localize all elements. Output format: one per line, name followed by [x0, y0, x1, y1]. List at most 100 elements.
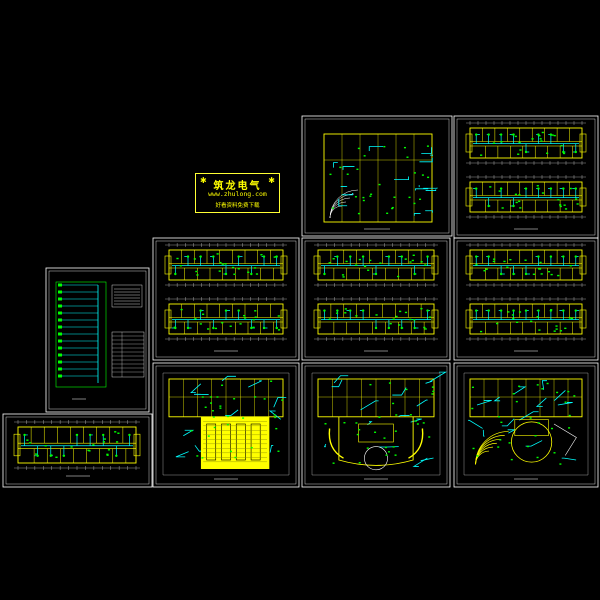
- wiring-run: [425, 210, 433, 213]
- fixture-symbol: [553, 452, 556, 454]
- fixture-symbol: [263, 398, 266, 400]
- fixture-symbol: [234, 456, 237, 459]
- light-fixture: [499, 272, 503, 276]
- wiring-run: [338, 198, 348, 207]
- wiring-branch: [334, 256, 338, 266]
- wiring-branch: [75, 434, 78, 446]
- sheet-podium-plan: [453, 362, 599, 488]
- fixture-symbol: [115, 441, 119, 443]
- fan-ring: [475, 431, 509, 465]
- stair-block: [465, 255, 473, 275]
- wiring-branch: [572, 143, 577, 153]
- light-fixture: [537, 309, 540, 312]
- fixture-symbol: [176, 257, 179, 260]
- wall-outline: [168, 303, 284, 335]
- wiring-run: [423, 187, 438, 189]
- fixture-symbol: [420, 261, 423, 263]
- light-fixture: [400, 326, 403, 330]
- fixture-symbol: [427, 176, 430, 179]
- wiring-run: [541, 380, 547, 390]
- fixture-symbol: [405, 388, 408, 391]
- wiring-run: [333, 162, 338, 168]
- light-fixture: [537, 187, 540, 190]
- wiring-run: [398, 415, 410, 417]
- wiring-run: [421, 147, 432, 154]
- fixture-symbol: [391, 207, 394, 210]
- wiring-run: [413, 213, 421, 216]
- light-fixture: [524, 187, 528, 190]
- fixture-symbol: [369, 383, 372, 386]
- fixture-symbol: [408, 196, 411, 199]
- fixture-symbol: [547, 271, 551, 273]
- wiring-branch: [536, 134, 539, 144]
- fixture-symbol: [388, 382, 391, 384]
- fixture-symbol: [399, 310, 402, 313]
- light-fixture: [102, 433, 105, 437]
- sheet-inner-border: [304, 118, 450, 234]
- panel-symbol: [58, 283, 62, 287]
- fixture-symbol: [526, 445, 529, 448]
- wall-outline: [17, 426, 137, 464]
- fixture-symbol: [233, 398, 236, 400]
- wiring-run: [221, 375, 236, 382]
- stair-block: [465, 187, 473, 207]
- light-fixture: [23, 433, 26, 437]
- fixture-symbol: [499, 439, 502, 441]
- fixture-symbol: [492, 260, 495, 263]
- fixture-symbol: [531, 138, 534, 140]
- fixture-symbol: [209, 402, 212, 404]
- stair-block: [13, 433, 21, 457]
- stair-opening: [221, 423, 231, 461]
- stair-block: [579, 187, 587, 207]
- fixture-symbol: [515, 201, 518, 204]
- panel-symbol: [58, 325, 62, 329]
- stair-block: [579, 255, 587, 275]
- fixture-symbol: [44, 445, 47, 447]
- light-fixture: [549, 133, 553, 136]
- wiring-run: [420, 457, 434, 462]
- fixture-symbol: [218, 270, 221, 272]
- hall-room: [514, 419, 549, 437]
- fixture-symbol: [500, 421, 503, 424]
- light-fixture: [499, 187, 503, 190]
- fixture-symbol: [252, 319, 255, 321]
- fixture-symbol: [575, 198, 578, 200]
- fixture-symbol: [498, 190, 501, 192]
- fixture-symbol: [329, 173, 332, 176]
- fixture-symbol: [106, 454, 109, 456]
- wall-outline: [469, 249, 583, 281]
- wiring-branch: [362, 256, 364, 266]
- fixture-symbol: [363, 265, 367, 268]
- panel-symbol: [58, 374, 62, 378]
- light-fixture: [250, 326, 253, 330]
- fixture-symbol: [201, 457, 204, 459]
- wiring-branch: [225, 310, 230, 320]
- fixture-symbol: [332, 462, 335, 464]
- fixture-symbol: [529, 417, 532, 419]
- fixture-symbol: [355, 264, 358, 266]
- curved-facade: [338, 416, 414, 466]
- sheet-border: [301, 115, 453, 237]
- fixture-symbol: [421, 174, 424, 176]
- wiring-run: [429, 154, 434, 156]
- fixture-symbol: [524, 259, 527, 261]
- fixture-symbol: [229, 450, 232, 453]
- fixture-symbol: [55, 456, 58, 458]
- wiring-run: [513, 386, 527, 395]
- wall-outline: [469, 127, 583, 159]
- wiring-branch: [346, 310, 351, 320]
- light-fixture: [62, 454, 66, 457]
- light-fixture: [262, 326, 266, 330]
- fixture-symbol: [384, 446, 387, 449]
- sheet-inner-border: [5, 416, 150, 485]
- light-fixture: [275, 326, 278, 330]
- fixture-symbol: [207, 435, 210, 437]
- fixture-symbol: [403, 146, 406, 149]
- fixture-symbol: [253, 267, 257, 269]
- sheet-border: [152, 362, 300, 488]
- fixture-symbol: [555, 328, 558, 330]
- light-fixture: [562, 255, 565, 258]
- fixture-symbol: [492, 142, 496, 144]
- curved-facade: [408, 428, 424, 459]
- wiring-run: [183, 429, 195, 437]
